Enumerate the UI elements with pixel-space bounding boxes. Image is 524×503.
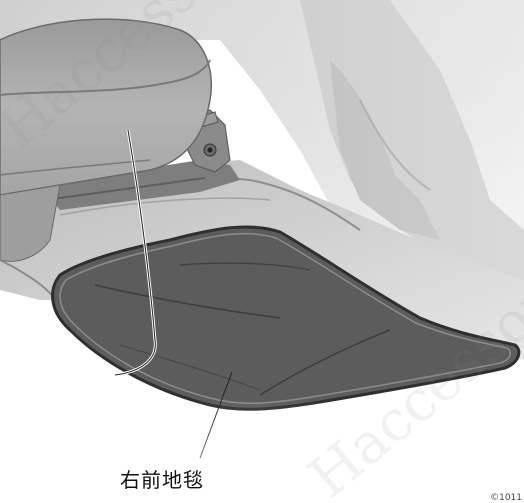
front-seat bbox=[0, 18, 212, 301]
floor-mat-label: 右前地毯 bbox=[120, 468, 204, 492]
figure-code: ©1011 bbox=[490, 493, 522, 503]
floor-mat bbox=[51, 225, 521, 411]
seat-rail bbox=[40, 160, 240, 210]
